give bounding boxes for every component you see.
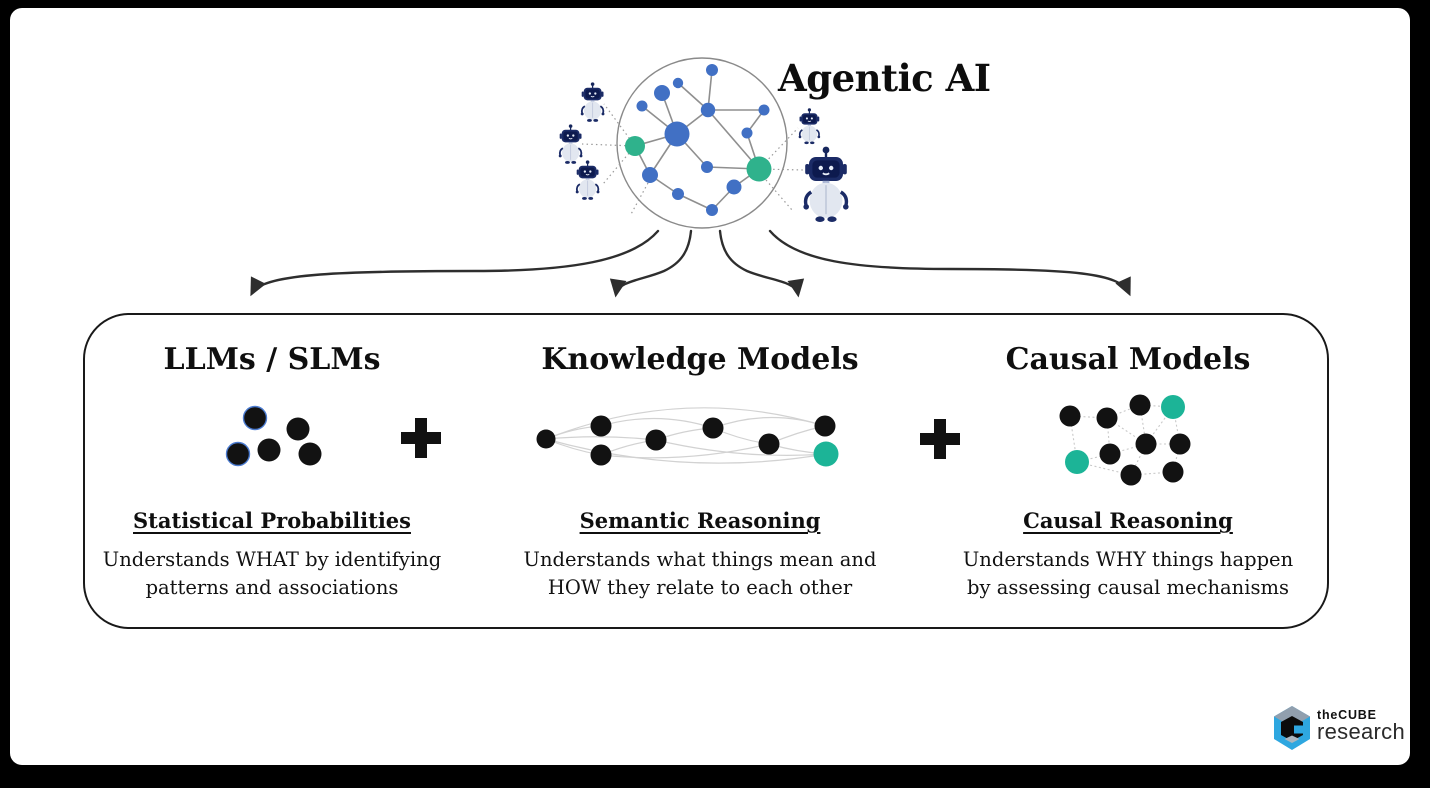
diagram-title: Agentic AI [778, 56, 991, 100]
logo-brand-bottom: research [1317, 719, 1405, 744]
column-subtitle-causal-reasoning: Causal Reasoning [1023, 508, 1233, 533]
logo-text: theCUBE research [1317, 705, 1405, 744]
agent-network-illustration [557, 57, 851, 229]
column-title-causal-models: Causal Models [1005, 342, 1251, 377]
column-title-knowledge-models: Knowledge Models [541, 342, 859, 377]
branch-arrows [250, 229, 1131, 298]
robot-icon [557, 123, 584, 165]
cube-logo-icon [1274, 706, 1310, 750]
column-description: Understands WHAT by identifying patterns… [102, 548, 442, 599]
robot-icon [797, 107, 821, 145]
network-nodes [625, 64, 772, 216]
linked-nodes-illustration [536, 407, 839, 467]
column-subtitle-semantic-reasoning: Semantic Reasoning [579, 508, 821, 533]
column-subtitle-statistical-probabilities: Statistical Probabilities [133, 508, 411, 533]
slide: Agentic AI LLMs / SLMs [10, 8, 1410, 765]
plus-icon [399, 416, 443, 460]
scattered-dots-illustration [225, 405, 322, 467]
arrow-to-knowledge-left [609, 229, 693, 298]
causal-graph-illustration [1059, 394, 1191, 486]
robot-icon [801, 144, 851, 224]
column-title-llms-slms: LLMs / SLMs [163, 342, 381, 377]
column-description: Understands what things mean and HOW the… [523, 548, 877, 599]
thecube-research-logo: theCUBE research [1272, 705, 1405, 751]
logo-brand-top: theCUBE [1317, 708, 1377, 722]
robot-icon [579, 81, 606, 123]
column-description: Understands WHY things happen by assessi… [962, 548, 1294, 599]
models-panel [83, 313, 1329, 629]
plus-icon [918, 417, 962, 461]
robot-icon [574, 159, 601, 201]
arrow-to-llms [250, 229, 660, 297]
arrow-to-knowledge-right [718, 229, 805, 298]
arrow-to-causal [768, 229, 1131, 297]
